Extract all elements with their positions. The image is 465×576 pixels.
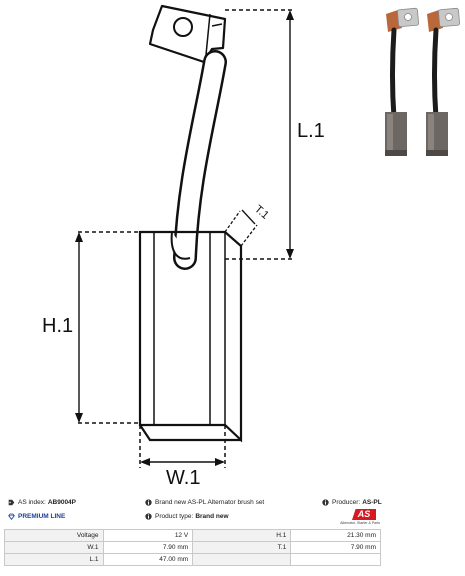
brush-wire bbox=[173, 50, 227, 270]
spec-label: L.1 bbox=[4, 553, 104, 566]
product-type-label: Product type: bbox=[155, 513, 194, 520]
info-icon bbox=[145, 513, 152, 520]
dimension-height: H.1 bbox=[42, 231, 140, 424]
diamond-icon bbox=[8, 513, 15, 520]
dimension-length: L.1 bbox=[225, 9, 325, 260]
spec-label: W.1 bbox=[4, 541, 104, 554]
product-photo bbox=[385, 7, 460, 156]
table-row: Voltage 12 V H.1 21.30 mm bbox=[4, 529, 381, 542]
index-label: AS index: bbox=[18, 499, 46, 506]
spec-label: H.1 bbox=[192, 529, 292, 542]
spec-value: 12 V bbox=[102, 529, 194, 542]
description-info: Brand new AS-PL Alternator brush set bbox=[145, 499, 264, 506]
product-type-value: Brand new bbox=[195, 513, 229, 520]
product-type-info: Product type: Brand new bbox=[145, 513, 229, 520]
height-label: H.1 bbox=[42, 315, 73, 337]
thickness-label: T.1 bbox=[252, 203, 271, 222]
spec-value bbox=[290, 553, 381, 566]
index-info: AS index: AB9004P bbox=[8, 499, 76, 506]
logo-mark: AS bbox=[352, 509, 376, 520]
producer-info: Producer: AS-PL bbox=[322, 499, 382, 506]
spec-value: 47.00 mm bbox=[102, 553, 194, 566]
logo-tagline: Alternator, Starter & Parts bbox=[340, 521, 380, 525]
info-icon bbox=[322, 499, 329, 506]
dimension-width: W.1 bbox=[139, 425, 226, 489]
table-row: L.1 47.00 mm bbox=[4, 553, 381, 566]
brush-photo-left bbox=[385, 7, 419, 156]
width-label: W.1 bbox=[166, 467, 200, 489]
product-info: AS index: AB9004P Brand new AS-PL Altern… bbox=[0, 496, 465, 526]
technical-drawing: L.1 H.1 W.1 T.1 bbox=[42, 4, 460, 489]
premium-line: PREMIUM LINE bbox=[8, 513, 65, 520]
info-icon bbox=[145, 499, 152, 506]
producer-label: Producer: bbox=[332, 499, 361, 506]
producer-value: AS-PL bbox=[362, 499, 382, 506]
tag-icon bbox=[8, 499, 15, 506]
premium-line-label: PREMIUM LINE bbox=[18, 513, 66, 520]
brush-photo-right bbox=[426, 7, 460, 156]
spec-value: 7.90 mm bbox=[290, 541, 381, 554]
terminal-tab bbox=[148, 4, 227, 66]
specs-table: Voltage 12 V H.1 21.30 mm W.1 7.90 mm T.… bbox=[4, 529, 381, 566]
table-row: W.1 7.90 mm T.1 7.90 mm bbox=[4, 541, 381, 554]
spec-label: Voltage bbox=[4, 529, 104, 542]
length-label: L.1 bbox=[297, 120, 325, 142]
description-text: Brand new AS-PL Alternator brush set bbox=[155, 499, 265, 506]
spec-label bbox=[192, 553, 292, 566]
spec-label: T.1 bbox=[192, 541, 292, 554]
spec-value: 7.90 mm bbox=[102, 541, 194, 554]
dimension-thickness: T.1 bbox=[224, 203, 271, 247]
as-pl-logo: AS Alternator, Starter & Parts bbox=[340, 509, 380, 527]
spec-value: 21.30 mm bbox=[290, 529, 381, 542]
index-value: AB9004P bbox=[47, 499, 77, 506]
